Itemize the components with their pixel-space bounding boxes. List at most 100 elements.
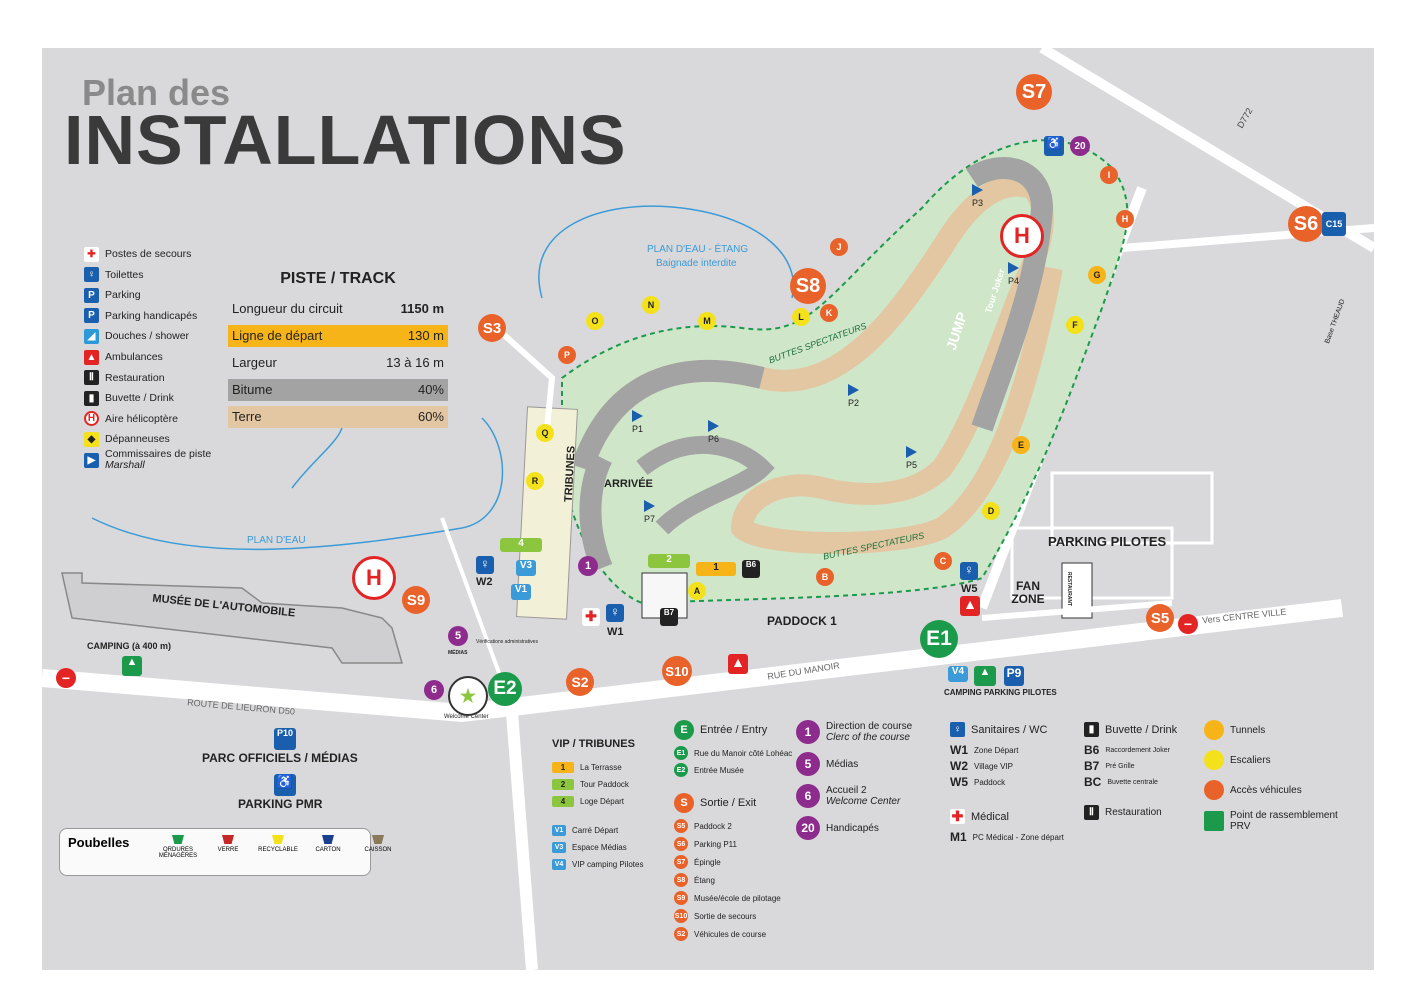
wc-code: W1 (950, 743, 968, 757)
parking-pilotes-label: PARKING PILOTES (1048, 534, 1167, 549)
first-aid-icon: ✚ (84, 246, 99, 262)
ambulance-icon: ▲ (84, 349, 99, 365)
rx4-badge: 4 (500, 538, 542, 552)
marshal-flag: P7 (644, 500, 655, 524)
parc-officiels-label: PARC OFFICIELS / MÉDIAS (202, 751, 358, 765)
title-installations: INSTALLATIONS (64, 101, 627, 179)
marshal-post: E (1012, 436, 1030, 454)
flag-label: P5 (906, 460, 918, 470)
c15-badge: C15 (1322, 212, 1346, 236)
entry-code-badge: E2 (674, 763, 688, 777)
marshal-post: K (820, 304, 838, 322)
service-text: Handicapés (826, 823, 879, 834)
exit-item-label: Étang (694, 875, 715, 885)
legend-item: ▲Ambulances (84, 349, 163, 365)
exit-s2-text: S2 (571, 674, 589, 690)
misc-legend-item: Tunnels (1204, 720, 1364, 740)
wc-label: Paddock (974, 777, 1006, 787)
exit-code-badge: S9 (674, 891, 688, 905)
exit-s7-badge: S7 (1016, 74, 1052, 110)
buvette-code: B6 (1084, 743, 1100, 757)
sanitaires-label: Sanitaires / WC (971, 723, 1048, 736)
fan-zone-label: FAN ZONE (1011, 579, 1045, 606)
exit-item-label: Sortie de secours (694, 911, 757, 921)
service-code-badge: 1 (796, 720, 820, 744)
misc-legend-item: Escaliers (1204, 750, 1364, 770)
v-label: Espace Médias (572, 843, 627, 852)
service-code-badge: 5 (796, 752, 820, 776)
v-code-badge: V3 (552, 842, 566, 853)
flag-icon (644, 500, 655, 512)
helipad-2-icon: H (1000, 214, 1044, 258)
service-label: Médias (826, 758, 859, 770)
marshal-flag: P4 (1008, 262, 1019, 286)
welcome-star-icon: ★ (448, 676, 488, 716)
buvette-item: B6 Raccordement Joker (1084, 743, 1214, 757)
marshal-post: J (830, 238, 848, 256)
welcome-center-label: Welcome Center (444, 714, 489, 720)
service-label: Handicapés (826, 822, 879, 834)
buvette-code: BC (1084, 775, 1102, 789)
track-row-value: 130 m (407, 328, 444, 343)
marshal-post: N (642, 296, 660, 314)
misc-legend-label: Tunnels (1230, 724, 1266, 736)
entry-label: Entrée / Entry (700, 724, 768, 736)
track-title: PISTE / TRACK (280, 270, 396, 287)
buvette-item-label: Pré Grille (1105, 762, 1135, 770)
flag-icon (906, 446, 917, 458)
poubelles-title: Poubelles (68, 835, 130, 850)
rx1-badge: 1 (696, 562, 736, 576)
legend-item: ▮Buvette / Drink (84, 390, 174, 406)
drink-icon: ▮ (1084, 722, 1099, 737)
tow-truck-icon: ◆ (84, 431, 99, 447)
track-row-label: Longueur du circuit (232, 301, 343, 316)
marshal-flag: P1 (632, 410, 643, 434)
marshal-post: Q (536, 424, 554, 442)
w2-label: W2 (476, 576, 493, 588)
medias-small-label: MÉDIAS (448, 650, 468, 656)
pond-label: PLAN D'EAU - ÉTANG (647, 244, 749, 255)
exit-s3-badge: S3 (478, 314, 506, 342)
m1-code: M1 (950, 830, 967, 844)
drink-icon: ▮ (84, 390, 99, 406)
track-row-value: 1150 m (400, 301, 444, 316)
legend-label: Restauration (105, 371, 165, 384)
vip-label: Tour Paddock (580, 780, 629, 789)
marshal-post: C (934, 552, 952, 570)
bin-label: ORDURES MÉNAGÈRES (158, 847, 198, 859)
track-row: Longueur du circuit 1150 m (228, 298, 448, 320)
buvette-item-label: Raccordement Joker (1105, 746, 1170, 754)
m1-label: PC Médical - Zone départ (972, 832, 1064, 842)
service-code-badge: 6 (796, 784, 820, 808)
helipad-1-icon: H (352, 556, 396, 600)
tunnel-icon (1204, 720, 1224, 740)
service-item: 5 Médias (796, 752, 936, 776)
misc-legend-label: Accès véhicules (1230, 784, 1302, 796)
no-entry-icon-west: − (56, 668, 76, 688)
track-row-label: Terre (232, 409, 262, 424)
track-row-label: Bitume (232, 382, 273, 397)
entry-code-badge: E1 (674, 746, 688, 760)
misc-legend-label: Point de rassemblement PRV (1230, 810, 1338, 832)
parking-pmr-label: PARKING PMR (238, 797, 323, 811)
service-5-badge: 5 (448, 626, 468, 646)
marshal-flag: P5 (906, 446, 917, 470)
bin-icon (322, 835, 334, 844)
